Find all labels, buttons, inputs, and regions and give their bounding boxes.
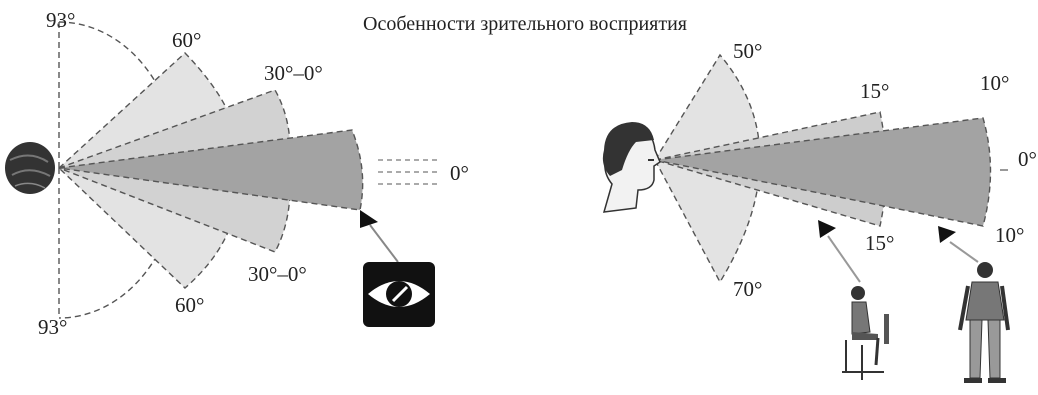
label-10-bottom: 10°: [995, 223, 1024, 247]
label-70-bottom: 70°: [733, 277, 762, 301]
label-0-center: 0°: [450, 161, 469, 185]
label-60-top: 60°: [172, 28, 201, 52]
label-15-top: 15°: [860, 79, 889, 103]
sector-central: [58, 129, 364, 211]
arrow-icon: [818, 220, 979, 283]
label-30-bottom: 30°–0°: [248, 262, 307, 286]
label-93-top: 93°: [46, 8, 75, 32]
head-top-icon: [5, 142, 55, 194]
diagram-title: Особенности зрительного восприятия: [363, 13, 687, 35]
sector-10: [654, 117, 992, 227]
label-0-center-right: 0°: [1018, 147, 1037, 171]
eye-icon: [363, 262, 435, 327]
label-60-bottom: 60°: [175, 293, 204, 317]
top-view-diagram: 93° 60° 30°–0° 0° 30°–0° 60° 93°: [5, 8, 469, 339]
label-50-top: 50°: [733, 39, 762, 63]
label-10-top: 10°: [980, 71, 1009, 95]
seated-person-icon: [842, 286, 889, 380]
label-15-bottom: 15°: [865, 231, 894, 255]
label-30-top: 30°–0°: [264, 61, 323, 85]
label-93-bottom: 93°: [38, 315, 67, 339]
arrow-icon: [360, 210, 399, 263]
head-profile-icon: [602, 122, 661, 213]
standing-person-icon: [958, 262, 1010, 383]
side-view-diagram: 50° 15° 10° 0° 15° 10° 70°: [602, 39, 1037, 383]
